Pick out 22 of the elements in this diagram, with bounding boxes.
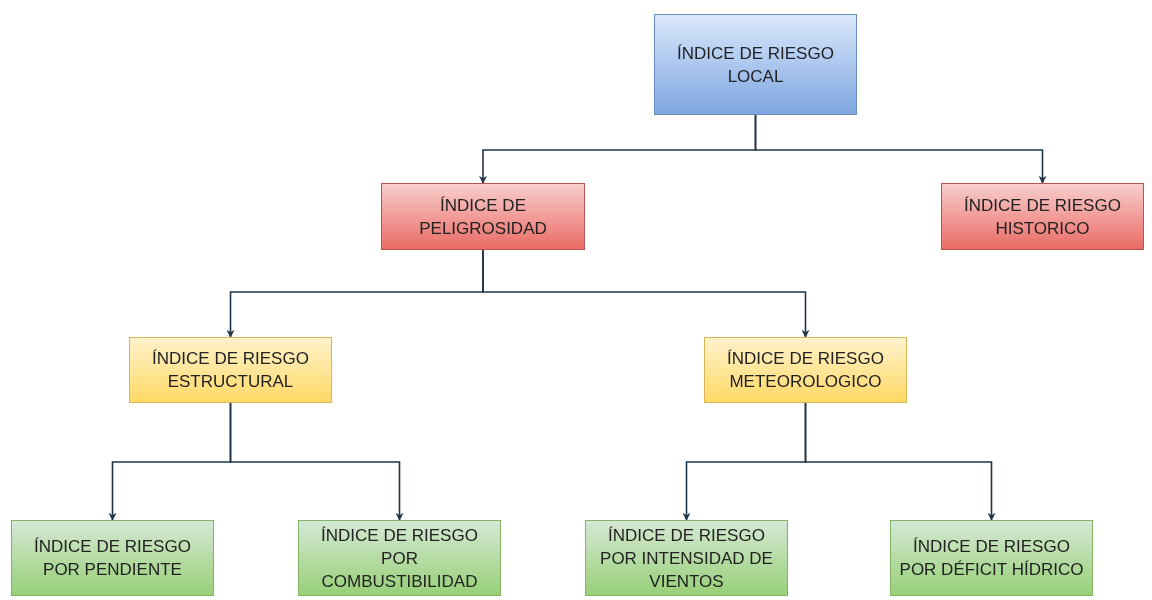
box-label: ÍNDICE DE RIESGO POR DÉFICIT HÍDRICO <box>899 536 1084 581</box>
box-label: ÍNDICE DE PELIGROSIDAD <box>418 194 548 240</box>
box-label: ÍNDICE DE RIESGO HISTORICO <box>963 194 1122 240</box>
index-box <box>704 337 907 403</box>
index-box <box>11 520 214 596</box>
index-box <box>941 183 1144 250</box>
box-label: ÍNDICE DE RIESGO POR COMBUSTIBILIDAD <box>320 524 479 593</box>
index-box <box>129 337 332 403</box>
connector-arrow <box>804 402 996 521</box>
box-label: ÍNDICE DE RIESGO POR PENDIENTE <box>33 536 192 581</box>
index-box <box>654 14 857 115</box>
connector-arrow <box>229 402 404 521</box>
index-box <box>381 183 585 250</box>
box-label: ÍNDICE DE RIESGO METEOROLOGICO <box>726 348 885 393</box>
box-label: ÍNDICE DE RIESGO ESTRUCTURAL <box>151 348 310 393</box>
box-label: ÍNDICE DE RIESGO POR INTENSIDAD DE VIENTOS <box>599 524 774 593</box>
connector-arrow <box>482 249 810 338</box>
connector-arrow <box>754 114 1047 184</box>
index-box <box>298 520 501 596</box>
index-box <box>585 520 788 596</box>
box-label: ÍNDICE DE RIESGO LOCAL <box>676 42 835 88</box>
index-box <box>890 520 1093 596</box>
